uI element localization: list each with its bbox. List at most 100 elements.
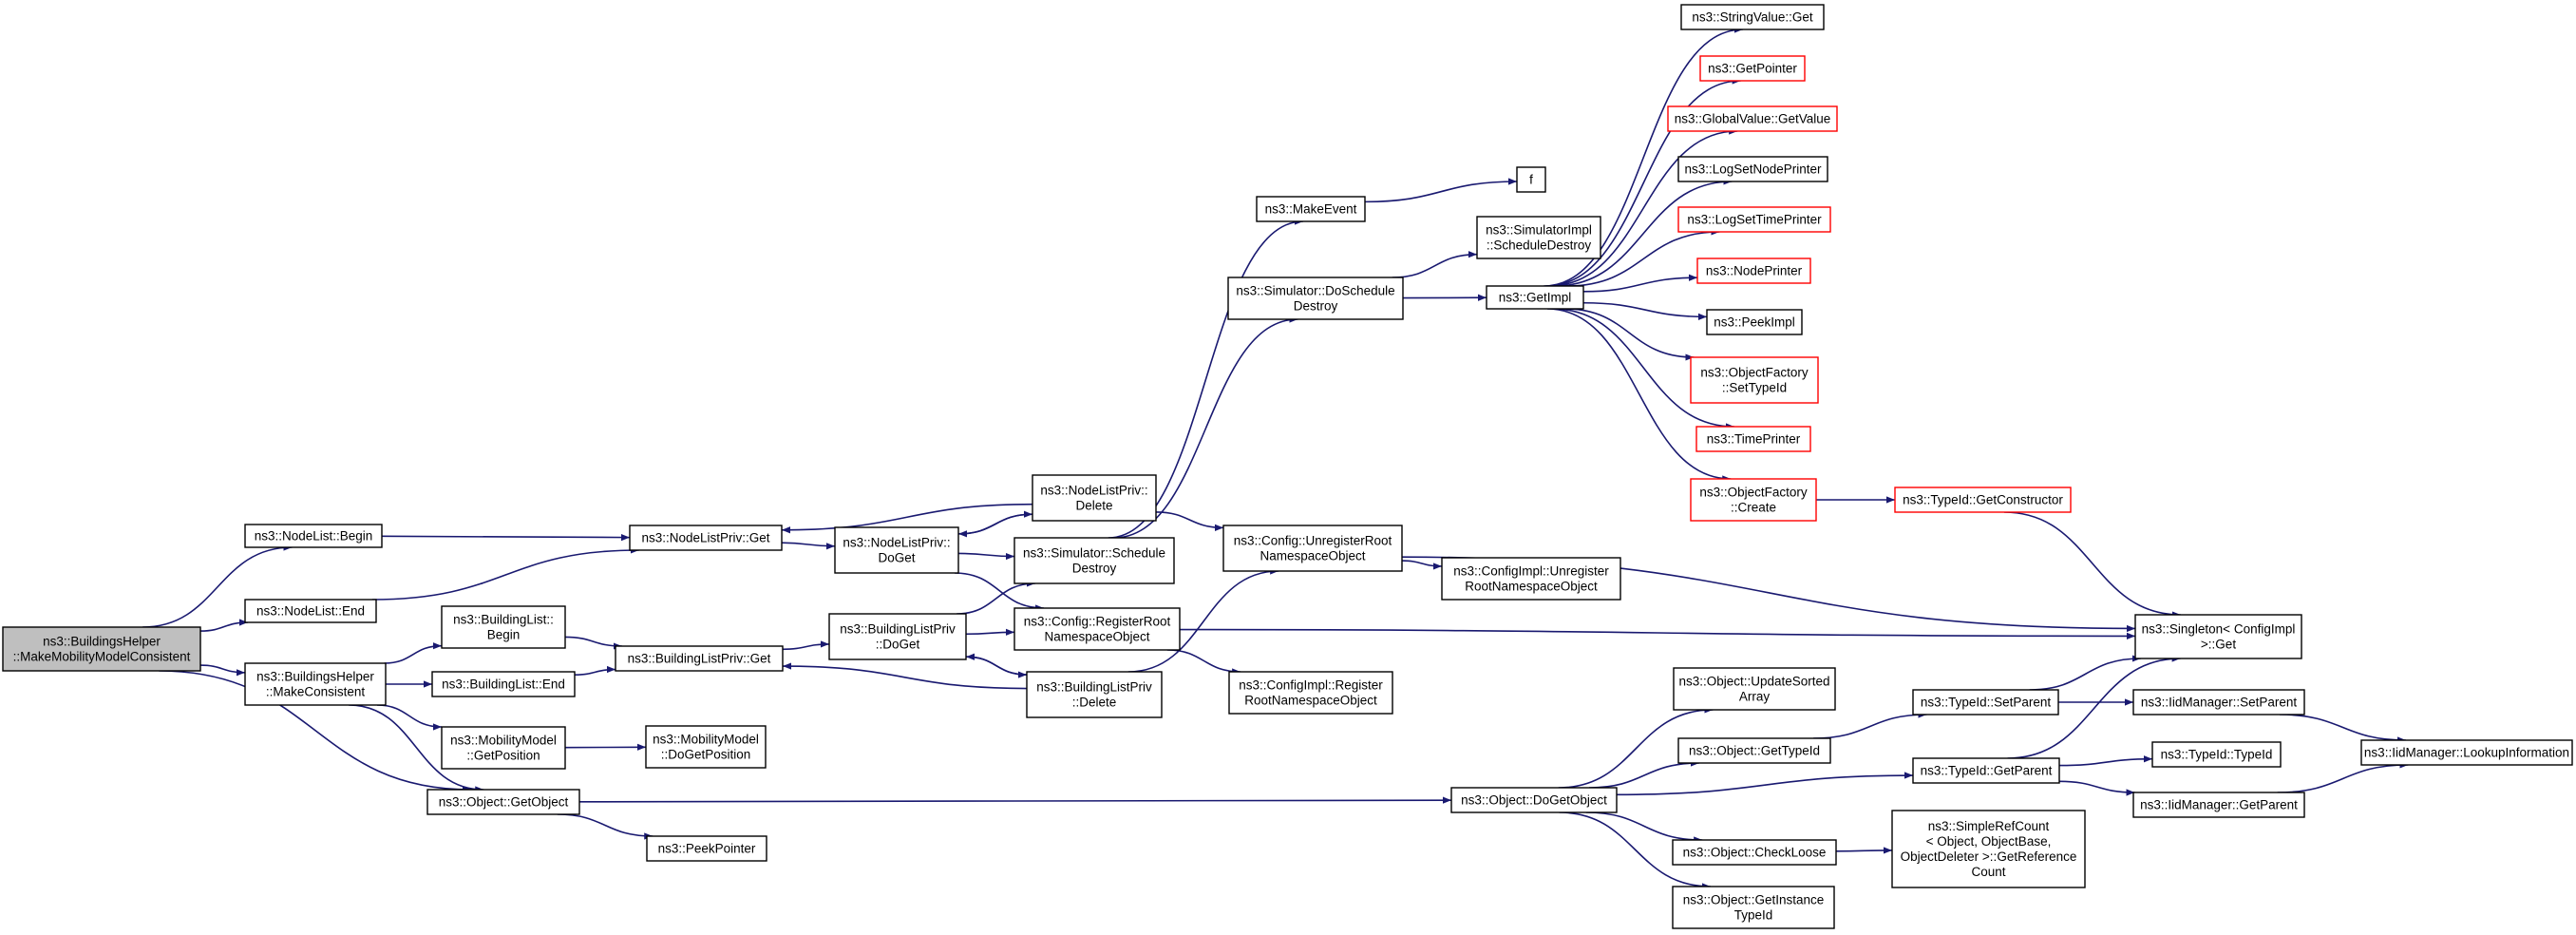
node-box <box>1891 810 2086 888</box>
edge-iid-getparent-to-iid-lookup <box>2277 761 2409 793</box>
node-getimpl[interactable]: ns3::GetImpl <box>1486 285 1584 310</box>
node-nodeprinter[interactable]: ns3::NodePrinter <box>1696 258 1811 284</box>
node-stringvalue-get[interactable]: ns3::StringValue::Get <box>1680 4 1825 30</box>
node-label-line: ns3::TypeId::GetParent <box>1921 764 2053 778</box>
node-label-line: ::Delete <box>1072 696 1117 710</box>
edge-getimpl-to-getpointer <box>1545 77 1741 287</box>
node-box <box>1912 757 2060 784</box>
node-object-dogetobject[interactable]: ns3::Object::DoGetObject <box>1450 787 1618 813</box>
node-typeid-getconstructor[interactable]: ns3::TypeId::GetConstructor <box>1894 487 2072 513</box>
node-logsettimeprinter[interactable]: ns3::LogSetTimePrinter <box>1677 206 1831 233</box>
node-box <box>1699 55 1806 82</box>
edge-nlp-delete-to-cfg-unregister <box>1155 511 1224 531</box>
node-buildinglist-begin[interactable]: ns3::BuildingList::Begin <box>441 605 566 649</box>
node-label-line: ns3::ConfigImpl::Unregister <box>1453 564 1609 579</box>
node-object-checkloose[interactable]: ns3::Object::CheckLoose <box>1672 839 1837 866</box>
node-timeprinter[interactable]: ns3::TimePrinter <box>1695 426 1811 452</box>
node-box <box>1222 525 1403 572</box>
edge-obj-dogetobject-to-obj-getinstance <box>1559 811 1712 890</box>
edge-bl-begin-to-blp-get <box>564 636 622 650</box>
edge-nlp-delete-to-nlp-doget <box>957 513 1033 538</box>
edge-blp-delete-to-blp-get <box>782 662 1028 690</box>
node-object-gettypeid[interactable]: ns3::Object::GetTypeId <box>1677 737 1831 764</box>
node-f[interactable]: f <box>1516 166 1546 193</box>
node-objectfactory-settypeid[interactable]: ns3::ObjectFactory::SetTypeId <box>1690 356 1819 404</box>
node-makeevent[interactable]: ns3::MakeEvent <box>1256 196 1366 222</box>
node-label-line: ::MakeMobilityModelConsistent <box>13 650 191 664</box>
node-label-line: ns3::GlobalValue::GetValue <box>1675 112 1831 126</box>
node-label-line: ns3::NodeList::Begin <box>255 529 373 544</box>
node-box <box>2132 689 2305 716</box>
node-typeid-typeid[interactable]: ns3::TypeId::TypeId <box>2151 741 2282 768</box>
node-label-line: NamespaceObject <box>1260 549 1365 563</box>
node-label-line: f <box>1529 173 1533 187</box>
node-label-line: < Object, ObjectBase, <box>1926 834 2052 849</box>
edge-root-to-obj-getobject <box>159 670 471 793</box>
node-buildinglist-end[interactable]: ns3::BuildingList::End <box>431 671 576 697</box>
node-box <box>1677 206 1831 233</box>
node-box <box>828 613 967 660</box>
node-label-line: ns3::Simulator::Schedule <box>1023 546 1165 561</box>
node-label-line: ns3::Object::UpdateSorted <box>1678 675 1829 689</box>
node-globalvalue-getvalue[interactable]: ns3::GlobalValue::GetValue <box>1667 105 1838 132</box>
node-iidmanager-lookupinformation[interactable]: ns3::IidManager::LookupInformation <box>2360 739 2573 766</box>
node-buildingshelper-makemobilitymodelconsistent[interactable]: ns3::BuildingsHelper::MakeMobilityModelC… <box>2 626 201 672</box>
node-box <box>2 626 201 672</box>
node-config-unregisterrootnamespaceobject[interactable]: ns3::Config::UnregisterRootNamespaceObje… <box>1222 525 1403 572</box>
node-peekpointer[interactable]: ns3::PeekPointer <box>646 835 767 862</box>
node-object-getobject[interactable]: ns3::Object::GetObject <box>426 789 580 815</box>
node-typeid-getparent[interactable]: ns3::TypeId::GetParent <box>1912 757 2060 784</box>
node-mobilitymodel-dogetposition[interactable]: ns3::MobilityModel::DoGetPosition <box>645 725 767 769</box>
node-label-line: Begin <box>487 628 521 642</box>
edge-root-to-nl-end <box>199 619 249 632</box>
edge-blp-get-to-blp-doget <box>782 640 830 651</box>
node-mobilitymodel-getposition[interactable]: ns3::MobilityModel::GetPosition <box>441 726 566 770</box>
node-buildinglistpriv-doget[interactable]: ns3::BuildingListPriv::DoGet <box>828 613 967 660</box>
node-label-line: ns3::GetPointer <box>1708 62 1797 76</box>
node-iidmanager-setparent[interactable]: ns3::IidManager::SetParent <box>2132 689 2305 716</box>
node-getpointer[interactable]: ns3::GetPointer <box>1699 55 1806 82</box>
node-simplerefcount-object-objectbase-objectdeleter-getreferencecount[interactable]: ns3::SimpleRefCount< Object, ObjectBase,… <box>1891 810 2086 888</box>
node-label-line: ns3::Config::UnregisterRoot <box>1234 534 1392 548</box>
node-label-line: ns3::BuildingListPriv::Get <box>628 652 771 666</box>
node-label-line: ns3::MobilityModel <box>450 734 557 748</box>
node-nodelistpriv-delete[interactable]: ns3::NodeListPriv::Delete <box>1032 474 1157 522</box>
node-label-line: ns3::PeekPointer <box>658 842 756 856</box>
node-box <box>441 605 566 649</box>
node-label-line: ns3::ObjectFactory <box>1700 366 1809 380</box>
node-label-line: ns3::LogSetTimePrinter <box>1687 213 1822 227</box>
node-nodelist-end[interactable]: ns3::NodeList::End <box>244 599 377 623</box>
node-buildinglistpriv-delete[interactable]: ns3::BuildingListPriv::Delete <box>1026 671 1163 718</box>
node-iidmanager-getparent[interactable]: ns3::IidManager::GetParent <box>2132 792 2305 818</box>
node-label-line: Delete <box>1075 499 1112 513</box>
node-buildinglistpriv-get[interactable]: ns3::BuildingListPriv::Get <box>615 645 784 672</box>
node-peekimpl[interactable]: ns3::PeekImpl <box>1706 309 1803 335</box>
edge-obj-dogetobject-to-obj-checkloose <box>1585 811 1703 844</box>
edge-getimpl-to-peekimpl <box>1582 301 1708 320</box>
node-label-line: ns3::IidManager::GetParent <box>2140 798 2298 812</box>
node-simulator-scheduledestroy[interactable]: ns3::Simulator::ScheduleDestroy <box>1013 537 1175 584</box>
node-configimpl-unregisterrootnamespaceobject[interactable]: ns3::ConfigImpl::UnregisterRootNamespace… <box>1441 557 1621 601</box>
node-label-line: ns3::SimulatorImpl <box>1486 223 1592 238</box>
node-configimpl-registerrootnamespaceobject[interactable]: ns3::ConfigImpl::RegisterRootNamespaceOb… <box>1228 671 1393 715</box>
edge-getimpl-to-logsetnodeprinter <box>1554 178 1733 287</box>
node-singleton-configimpl-get[interactable]: ns3::Singleton< ConfigImpl >::Get <box>2134 614 2302 659</box>
node-objectfactory-create[interactable]: ns3::ObjectFactory::Create <box>1690 478 1817 522</box>
node-logsetnodeprinter[interactable]: ns3::LogSetNodePrinter <box>1677 156 1828 182</box>
node-nodelist-begin[interactable]: ns3::NodeList::Begin <box>244 524 383 548</box>
node-nodelistpriv-get[interactable]: ns3::NodeListPriv::Get <box>629 525 783 551</box>
node-box <box>2151 741 2282 768</box>
node-label-line: Destroy <box>1072 562 1117 576</box>
node-box <box>1450 787 1618 813</box>
edge-obj-getobject-to-peekpointer <box>557 813 653 840</box>
node-typeid-setparent[interactable]: ns3::TypeId::SetParent <box>1912 689 2059 716</box>
node-nodelistpriv-doget[interactable]: ns3::NodeListPriv::DoGet <box>834 526 959 574</box>
node-buildingshelper-makeconsistent[interactable]: ns3::BuildingsHelper::MakeConsistent <box>244 662 387 706</box>
node-simulatorimpl-scheduledestroy[interactable]: ns3::SimulatorImpl::ScheduleDestroy <box>1476 216 1601 259</box>
node-label-line: ns3::BuildingsHelper <box>43 635 161 649</box>
node-box <box>1706 309 1803 335</box>
